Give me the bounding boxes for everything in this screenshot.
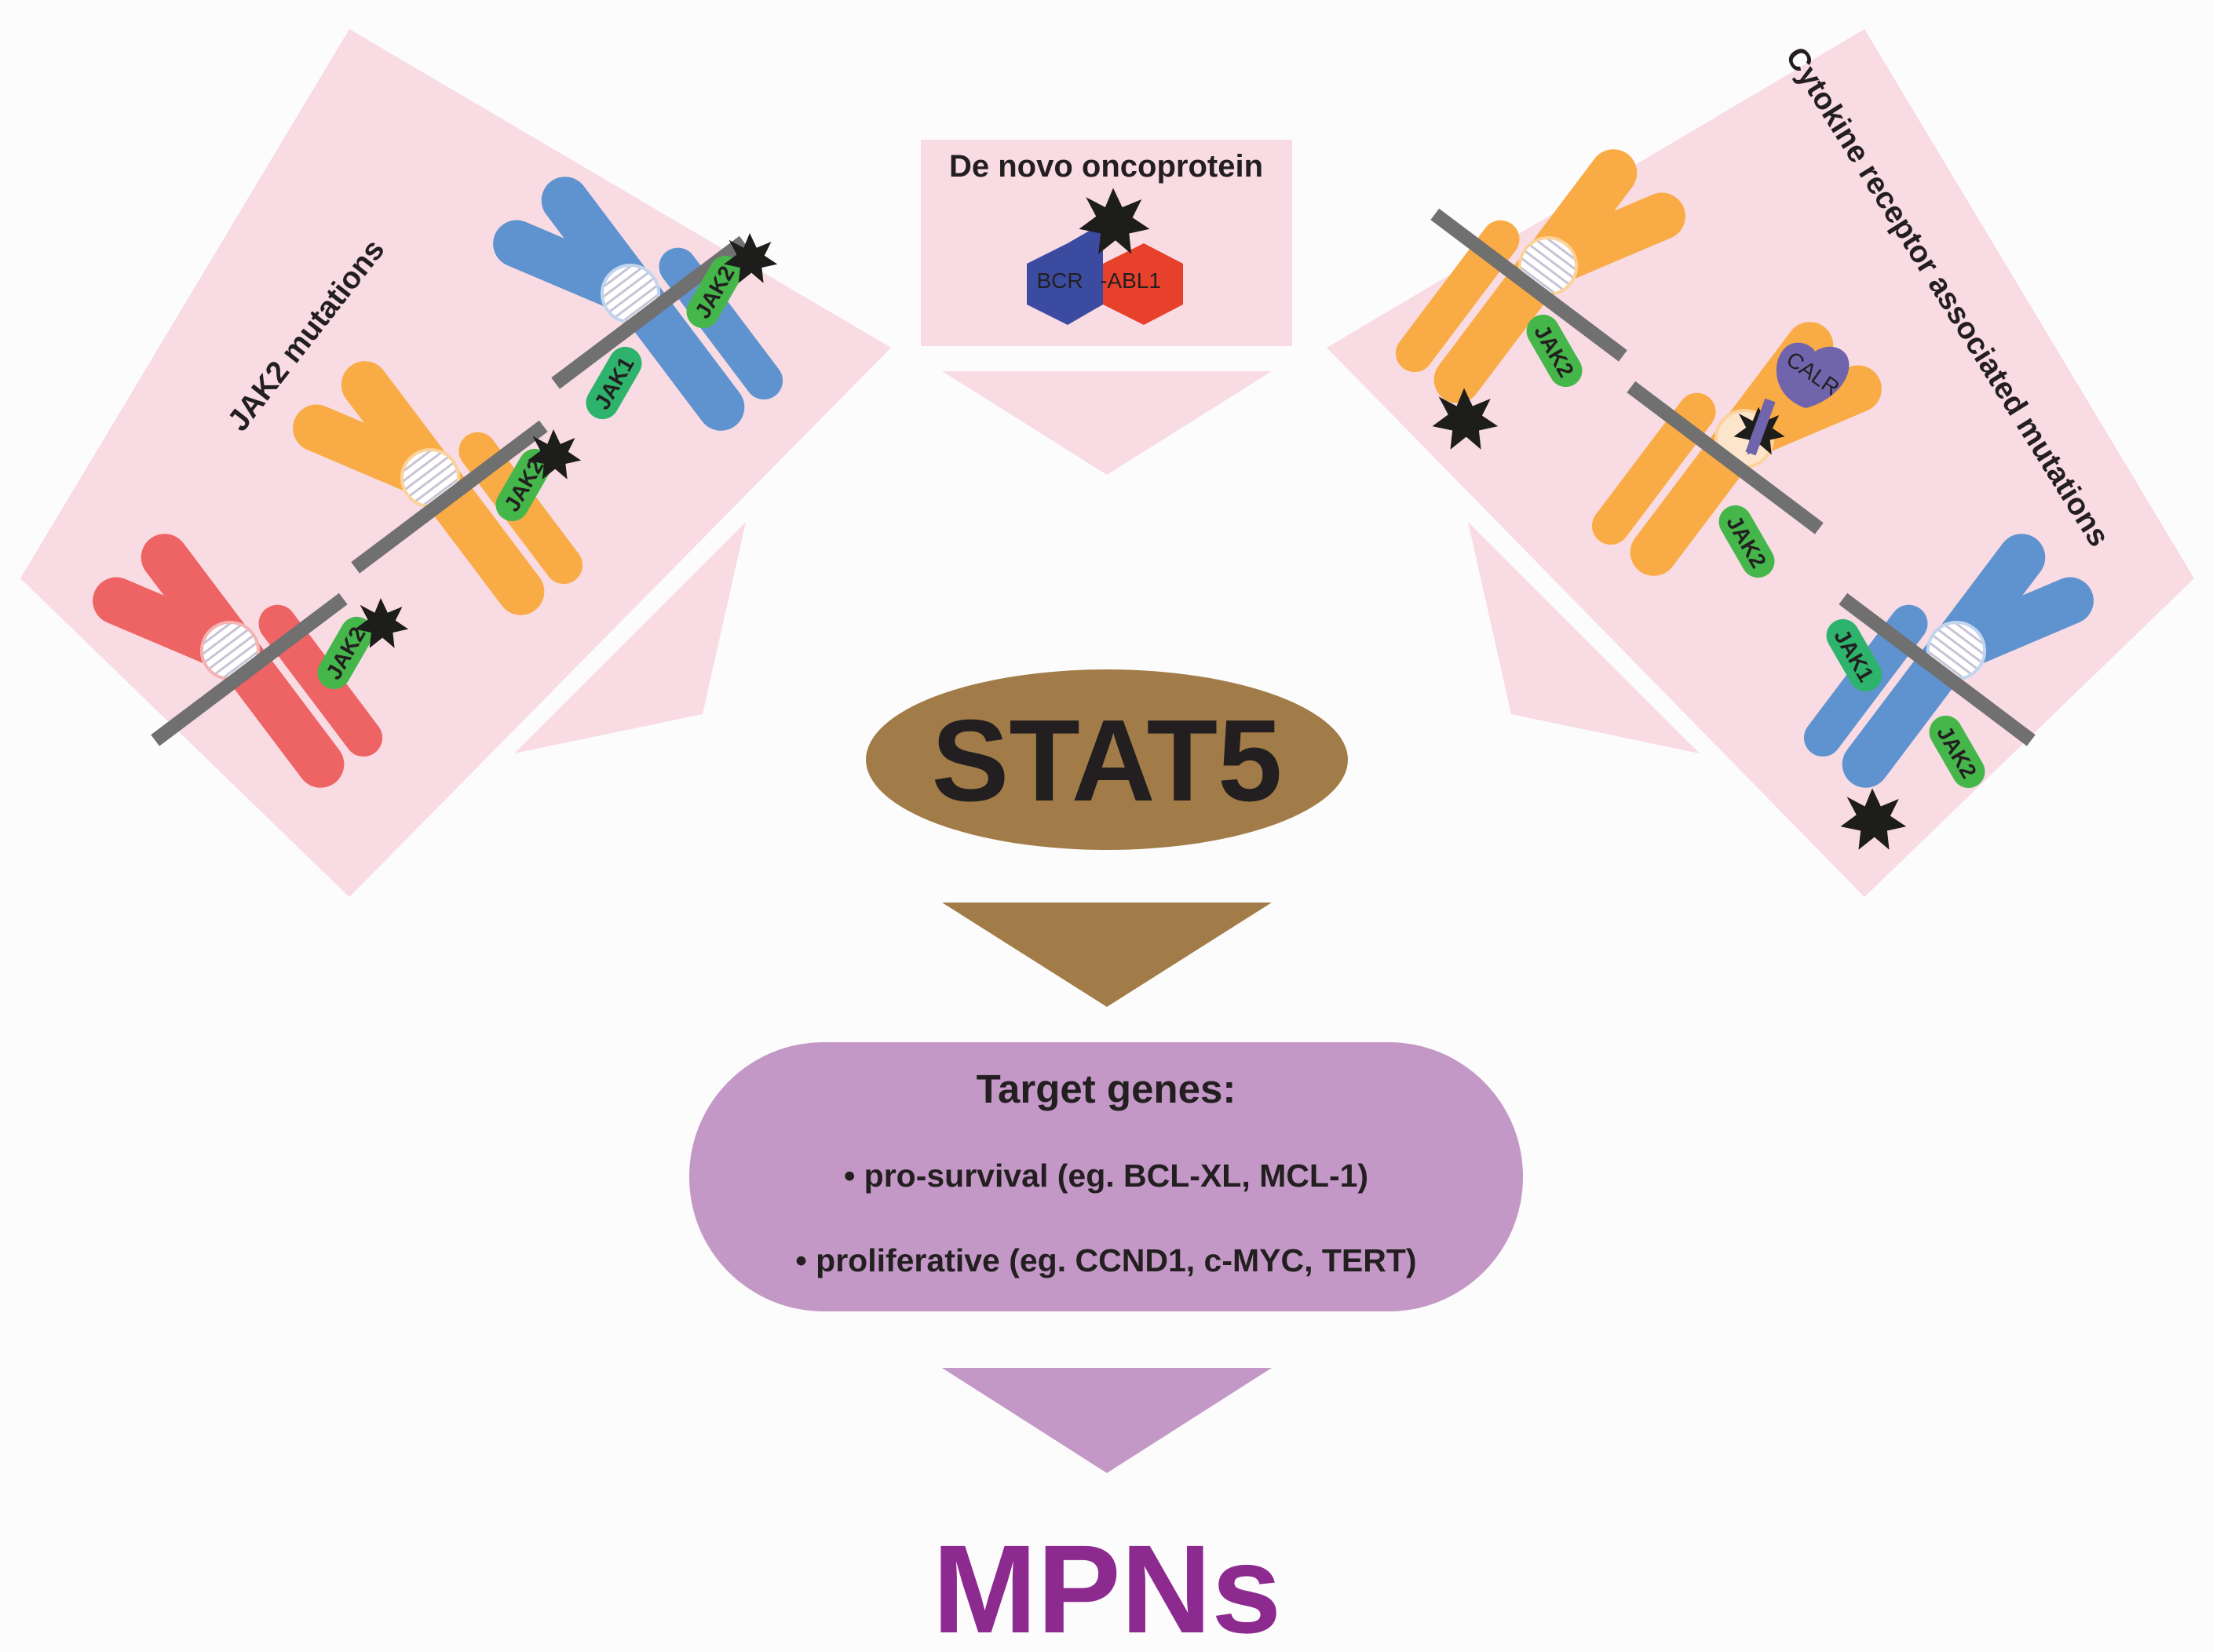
center-arrow-to-stat5	[942, 371, 1272, 475]
cell-membrane	[551, 235, 748, 389]
receptor-orange	[293, 361, 583, 615]
target-genes-title: Target genes:	[977, 1067, 1236, 1111]
left-arrow-to-stat5	[514, 522, 746, 753]
cell-membrane	[151, 593, 348, 746]
receptor-orange-right-top	[1395, 149, 1685, 403]
calr-tail	[1745, 398, 1776, 456]
stat5-down-arrow	[942, 903, 1272, 1007]
target-gene-proliferative: • proliferative (eg. CCND1, c-MYC, TERT)	[795, 1242, 1416, 1278]
calr-protein: CALR	[1745, 342, 1850, 456]
bcr-hexagon	[1027, 223, 1103, 325]
cell-membrane	[1839, 593, 2036, 746]
bcr-label: BCR	[1036, 268, 1083, 293]
jak2-left-blue: JAK2	[686, 255, 743, 329]
abl1-label: -ABL1	[1100, 268, 1161, 293]
bcr-abl1-oncoprotein: BCR -ABL1	[1027, 188, 1183, 325]
receptor-blue-right	[1803, 534, 2094, 788]
cell-membrane	[1627, 381, 1824, 534]
receptor-blue	[493, 177, 783, 431]
cell-membrane	[351, 420, 548, 574]
calr-heart-icon	[1776, 342, 1850, 408]
center-panel-title: De novo oncoprotein	[949, 149, 1263, 184]
cell-membrane	[1430, 208, 1627, 362]
target-genes-box	[689, 1042, 1523, 1311]
abl1-hexagon	[1103, 243, 1183, 325]
right-arrow-to-stat5	[1468, 522, 1700, 753]
targets-down-arrow	[942, 1368, 1272, 1473]
stat5-ellipse	[866, 669, 1348, 850]
receptor-red	[93, 534, 383, 788]
target-gene-pro-survival: • pro-survival (eg. BCL-XL, MCL-1)	[844, 1158, 1368, 1194]
mpns-label: MPNs	[933, 1519, 1282, 1652]
stat5-label: STAT5	[932, 696, 1283, 826]
